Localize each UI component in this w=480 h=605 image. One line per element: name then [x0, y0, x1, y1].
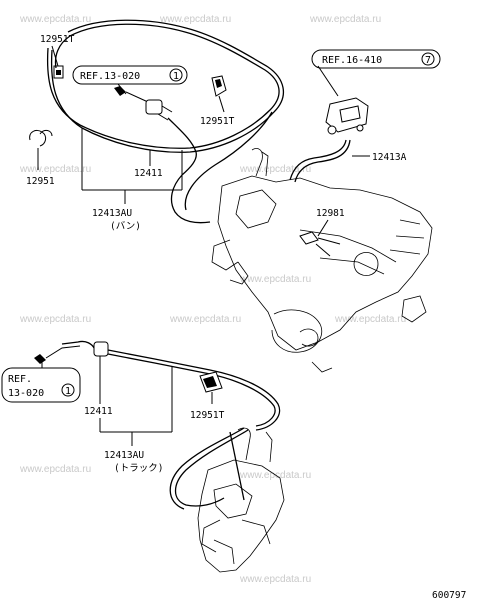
clip-12951t-top-right: 12951T — [200, 75, 235, 127]
clip-12951t-top-left: 12951T — [40, 34, 75, 79]
label-12951t-top-right: 12951T — [200, 116, 235, 127]
vacuum-fitting-top — [114, 86, 173, 121]
label-12413a: 12413A — [372, 152, 407, 163]
label-12411-bottom: 12411 — [84, 406, 113, 417]
watermark-11: www.epcdata.ru — [239, 470, 311, 481]
engine-block-top — [211, 148, 433, 373]
ref-13-020-bottom: REF. 13-020 1 — [1, 360, 81, 403]
hose-12411-bottom — [61, 340, 281, 510]
vacuum-sensor — [325, 97, 369, 135]
label-truck-note: (トラック) — [114, 463, 163, 474]
watermark-8: www.epcdata.ru — [169, 314, 241, 325]
watermark-6: www.epcdata.ru — [239, 274, 311, 285]
ref-13-020-top: REF.13-020 1 — [72, 65, 188, 95]
engine-block-bottom — [197, 427, 285, 573]
ref-text-bottom-2: 13-020 — [8, 388, 44, 399]
label-12981: 12981 — [316, 208, 345, 219]
watermark-4: www.epcdata.ru — [19, 164, 91, 175]
part-12981: 12981 — [299, 208, 345, 257]
diagram-code: 600797 — [432, 590, 466, 601]
vacuum-fitting-bottom — [34, 341, 109, 364]
label-12951: 12951 — [26, 176, 55, 187]
ref-num-bottom: 1 — [65, 386, 71, 397]
watermark-12: www.epcdata.ru — [239, 574, 311, 585]
label-12411-top: 12411 — [134, 168, 163, 179]
ref-num-top: 1 — [173, 71, 179, 82]
watermark-2: www.epcdata.ru — [159, 14, 231, 25]
leaders-bottom: 12411 12413AU (トラック) — [84, 356, 173, 474]
ref-text-top: REF.13-020 — [80, 71, 140, 82]
label-12951t-top-left: 12951T — [40, 34, 75, 45]
watermark-10: www.epcdata.ru — [19, 464, 91, 475]
clamp-12951: 12951 — [26, 129, 55, 187]
watermarks: www.epcdata.ru www.epcdata.ru www.epcdat… — [19, 14, 406, 585]
ref-16-410: REF.16-410 7 — [311, 49, 441, 97]
watermark-7: www.epcdata.ru — [19, 314, 91, 325]
label-van-note: (バン) — [110, 221, 141, 232]
watermark-3: www.epcdata.ru — [309, 14, 381, 25]
ref-text-right: REF.16-410 — [322, 55, 382, 66]
label-12951t-bottom: 12951T — [190, 410, 225, 421]
clip-12951t-bottom: 12951T — [190, 371, 225, 421]
label-12413au-bottom: 12413AU — [104, 450, 144, 461]
ref-text-bottom-1: REF. — [8, 374, 32, 385]
label-12413au-top: 12413AU — [92, 208, 132, 219]
hose-12413a: 12413A — [289, 139, 407, 183]
watermark-9: www.epcdata.ru — [334, 314, 406, 325]
ref-num-right: 7 — [425, 55, 431, 66]
leaders-top: 12411 12413AU (バン) — [81, 128, 183, 232]
watermark-1: www.epcdata.ru — [19, 14, 91, 25]
hose-12411-top — [46, 19, 285, 224]
watermark-5: www.epcdata.ru — [239, 164, 311, 175]
